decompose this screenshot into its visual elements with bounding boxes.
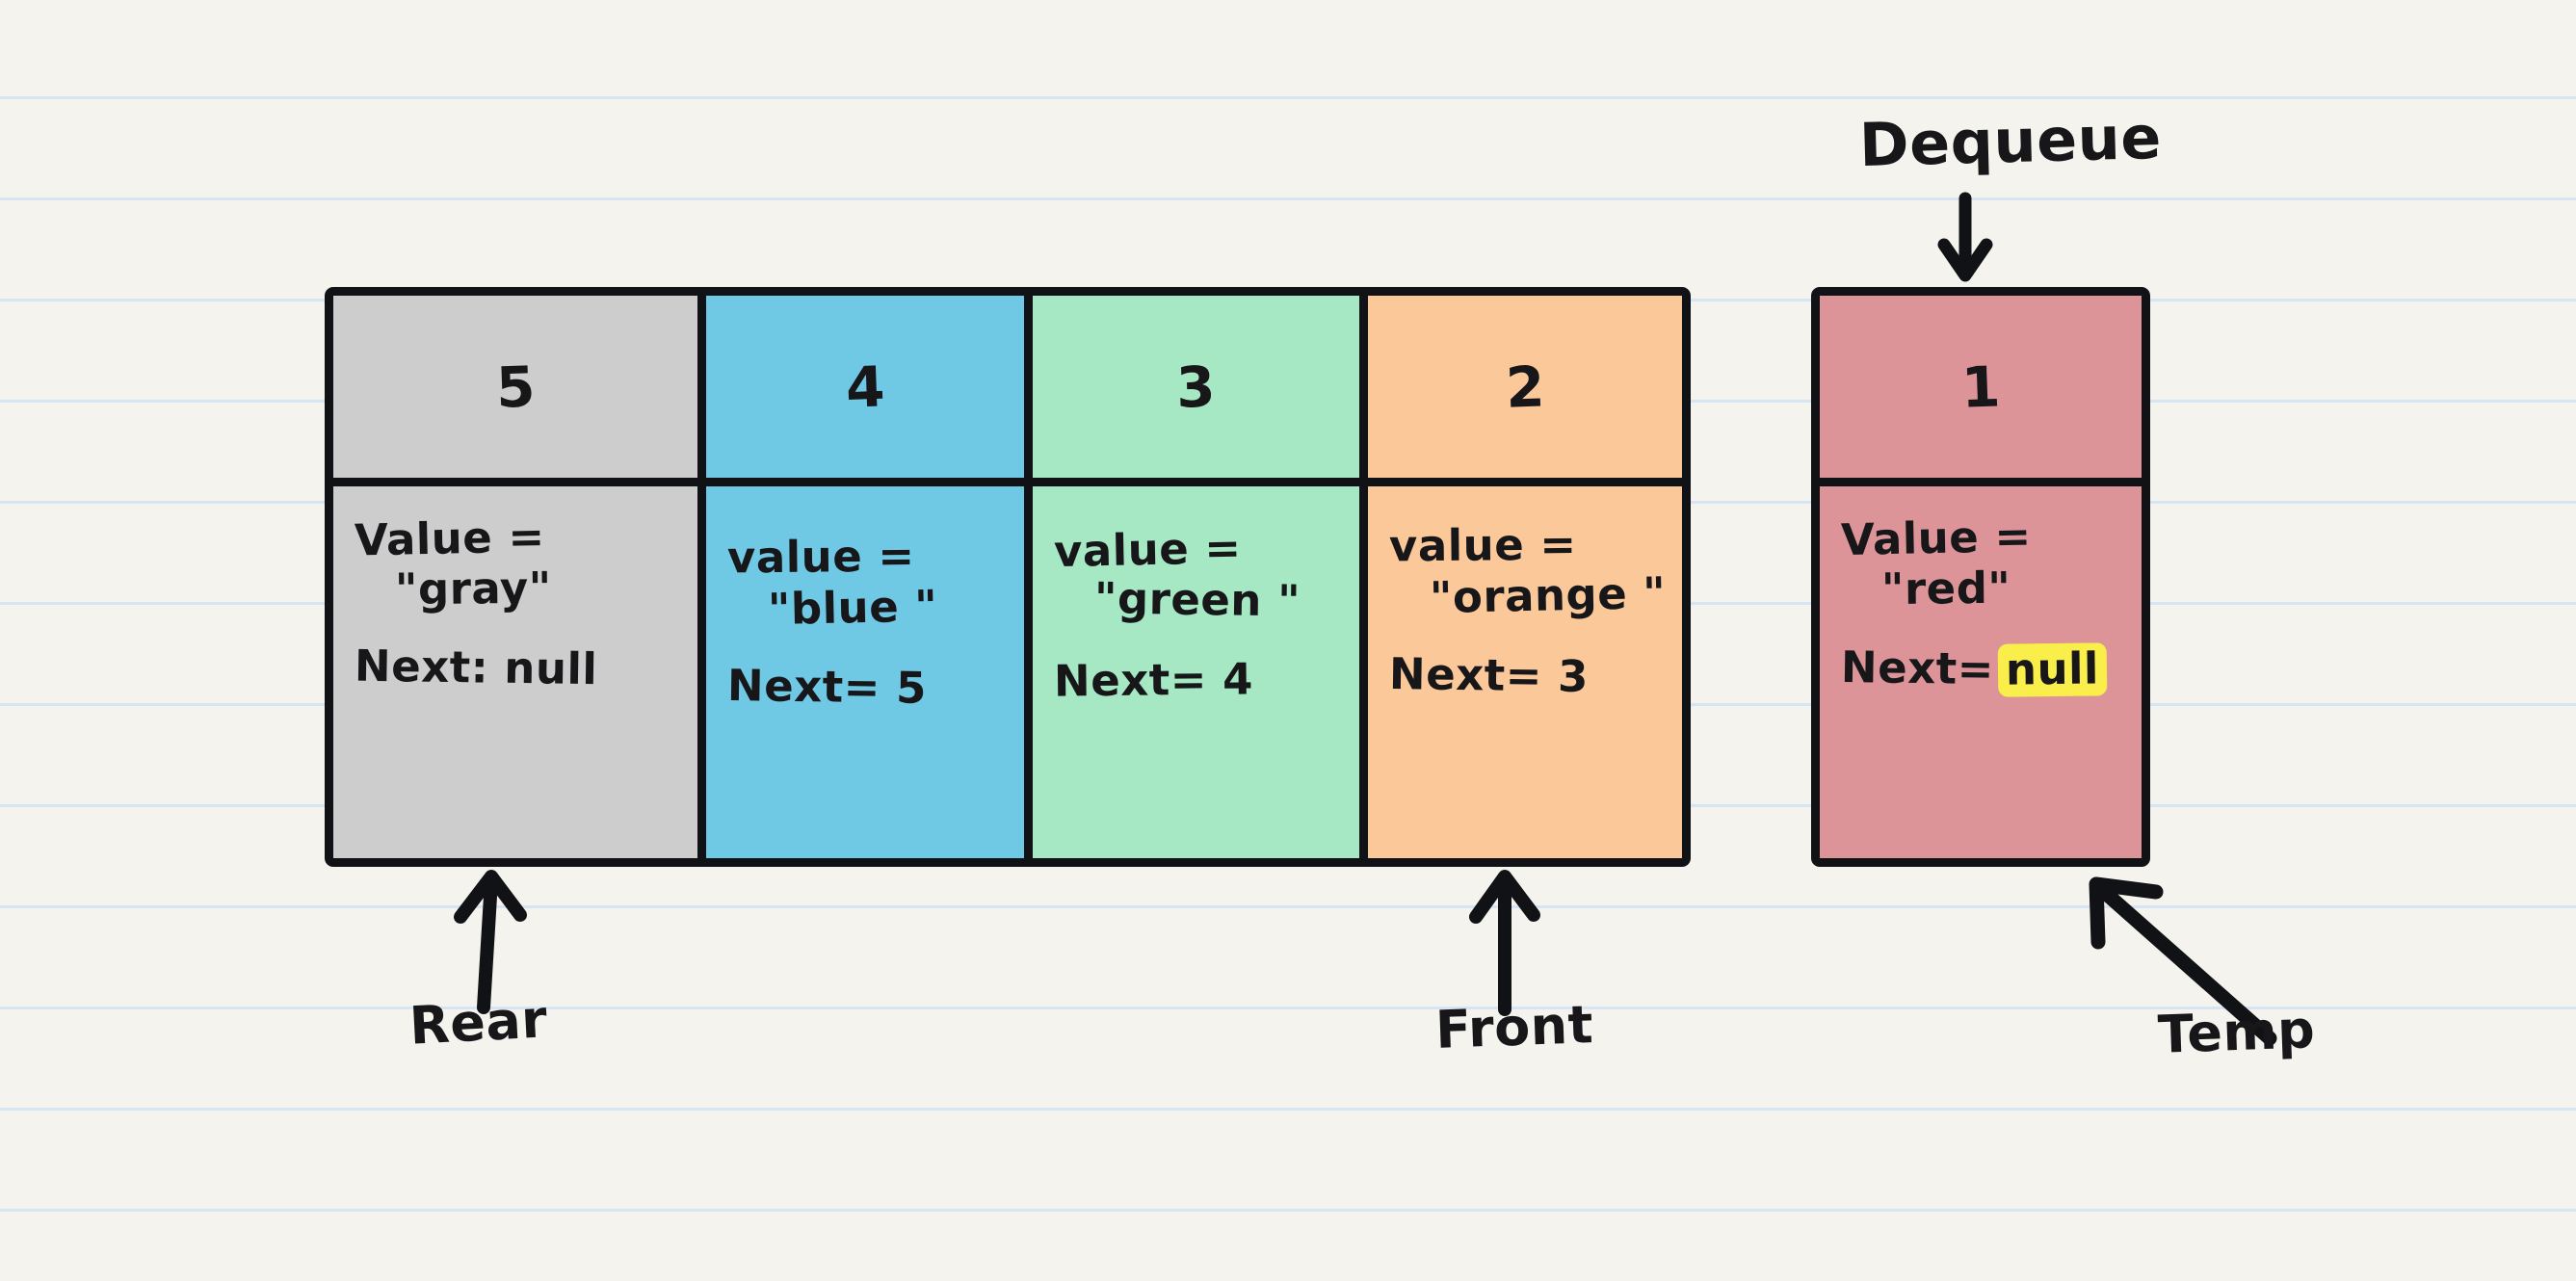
- dequeue-label: Dequeue: [1858, 101, 2163, 181]
- rear-arrow-icon: [454, 870, 527, 1014]
- node-green-value-text: "green ": [1093, 572, 1301, 627]
- list-node-blue[interactable]: 4 value = "blue " Next= 5: [697, 296, 1024, 858]
- dequeue-arrow-icon: [1937, 192, 1993, 282]
- paper-rule-line: [0, 96, 2576, 99]
- node-orange-value-label: value =: [1388, 518, 1577, 572]
- node-gray-value-label: Value =: [354, 510, 546, 566]
- temp-node-red[interactable]: 1 Value = "red" Next= null: [1811, 287, 2150, 867]
- node-blue-next: Next= 5: [726, 660, 928, 715]
- node-green-next: Next= 4: [1053, 653, 1254, 707]
- node-red-value-text: "red": [1880, 562, 2011, 615]
- node-green-header: 3: [1033, 296, 1359, 486]
- node-blue-header: 4: [706, 296, 1024, 486]
- front-label: Front: [1433, 994, 1594, 1060]
- list-node-green[interactable]: 3 value = "green " Next= 4: [1024, 296, 1359, 858]
- front-arrow-icon: [1469, 870, 1540, 1016]
- node-gray-value-text: "gray": [394, 562, 552, 615]
- node-red-header: 1: [1820, 296, 2142, 486]
- paper-rule-line: [0, 1108, 2576, 1111]
- node-gray-header: 5: [333, 296, 697, 486]
- node-red-body: Value = "red" Next= null: [1820, 486, 2142, 858]
- paper-rule-line: [0, 197, 2576, 200]
- list-node-orange[interactable]: 2 value = "orange " Next= 3: [1359, 296, 1682, 858]
- node-red-value-label: Value =: [1840, 510, 2033, 566]
- queue-linked-list-container: 5 Value = "gray" Next: null 4 value = "b…: [325, 287, 1691, 867]
- node-orange-value-text: "orange ": [1429, 567, 1667, 624]
- node-green-body: value = "green " Next= 4: [1033, 486, 1359, 858]
- node-orange-body: value = "orange " Next= 3: [1368, 486, 1682, 858]
- node-blue-value-text: "blue ": [767, 580, 938, 636]
- list-node-gray[interactable]: 5 Value = "gray" Next: null: [333, 296, 697, 858]
- node-gray-body: Value = "gray" Next: null: [333, 486, 697, 858]
- node-green-value-label: value =: [1053, 522, 1243, 578]
- node-orange-index: 2: [1504, 353, 1546, 421]
- temp-label: Temp: [2156, 999, 2317, 1065]
- rear-label: Rear: [407, 988, 549, 1057]
- node-blue-body: value = "blue " Next= 5: [706, 486, 1024, 858]
- node-blue-value-label: value =: [726, 530, 915, 584]
- node-red-next-row: Next= null: [1841, 640, 2125, 697]
- node-gray-next: Next: null: [354, 640, 598, 695]
- temp-arrow-icon: [2089, 876, 2277, 1046]
- node-green-index: 3: [1174, 353, 1218, 421]
- node-red-next-prefix: Next=: [1840, 641, 1995, 695]
- node-red-index: 1: [1959, 353, 2002, 421]
- node-orange-next: Next= 3: [1388, 648, 1590, 703]
- node-red-next-value-highlight: null: [1997, 642, 2108, 697]
- node-gray-index: 5: [494, 353, 537, 421]
- node-blue-index: 4: [844, 353, 886, 421]
- paper-rule-line: [0, 1209, 2576, 1212]
- node-orange-header: 2: [1368, 296, 1682, 486]
